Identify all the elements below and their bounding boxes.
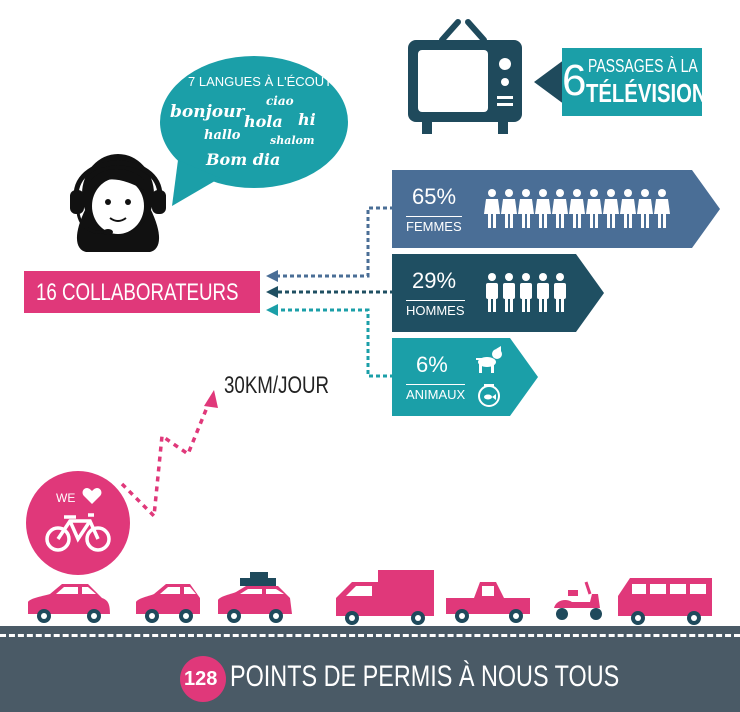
headset-operator-icon — [70, 154, 166, 252]
animaux-label: ANIMAUX — [406, 384, 466, 402]
bubble-title: 7 LANGUES À L'ÉCOUTE — [188, 74, 341, 89]
word-ciao: ciao — [266, 94, 294, 108]
male-figures-icon — [486, 273, 566, 312]
road-lane-marking — [0, 634, 740, 637]
bike-circle: WE — [26, 471, 130, 575]
tv-box: 6 PASSAGES À LA TÉLÉVISION — [562, 48, 707, 116]
fishbowl-icon — [478, 384, 500, 407]
footer-badge: 128 — [180, 656, 226, 702]
word-hi: hi — [298, 110, 316, 129]
footer-number: 128 — [184, 668, 218, 690]
delivery-truck-icon — [336, 570, 434, 625]
banner-animaux-shape — [392, 338, 538, 416]
animaux-pct: 6% — [416, 352, 448, 377]
television-icon — [408, 19, 522, 134]
footer-text: POINTS DE PERMIS À NOUS TOUS — [230, 660, 620, 693]
bicycle-icon — [45, 513, 111, 552]
hommes-label: HOMMES — [406, 300, 465, 318]
word-hallo: hallo — [204, 128, 241, 143]
collaborateurs-box: 16 COLLABORATEURS — [24, 271, 260, 313]
collaborateurs-label: 16 COLLABORATEURS — [36, 279, 239, 306]
connector-lines — [266, 206, 394, 378]
hommes-pct: 29% — [412, 268, 457, 293]
word-bom-dia: Bom dia — [206, 150, 281, 169]
tv-line1: PASSAGES À LA — [588, 56, 698, 76]
tv-count: 6 — [562, 56, 587, 105]
pickup-truck-icon — [446, 582, 530, 623]
heart-icon — [82, 488, 102, 504]
hatchback-icon — [136, 584, 200, 623]
word-bonjour: bonjour — [170, 102, 245, 122]
distance-zigzag-arrow — [120, 390, 218, 520]
car-icon — [28, 584, 110, 623]
word-hola: hola — [244, 112, 283, 131]
scooter-icon — [554, 581, 602, 620]
word-shalom: shalom — [270, 134, 315, 147]
car-roof-luggage-icon — [218, 572, 292, 623]
femmes-pct: 65% — [412, 184, 457, 209]
we-label: WE — [56, 491, 76, 505]
speech-bubble — [160, 56, 348, 206]
female-figures-icon — [484, 189, 670, 228]
tv-line2: TÉLÉVISION — [586, 78, 707, 108]
distance-label: 30KM/JOUR — [224, 372, 330, 399]
minibus-icon — [618, 578, 712, 625]
femmes-label: FEMMES — [406, 216, 462, 234]
road-footer: 128 POINTS DE PERMIS À NOUS TOUS — [0, 626, 740, 712]
dog-icon — [476, 346, 502, 373]
vehicles-row — [28, 570, 712, 625]
